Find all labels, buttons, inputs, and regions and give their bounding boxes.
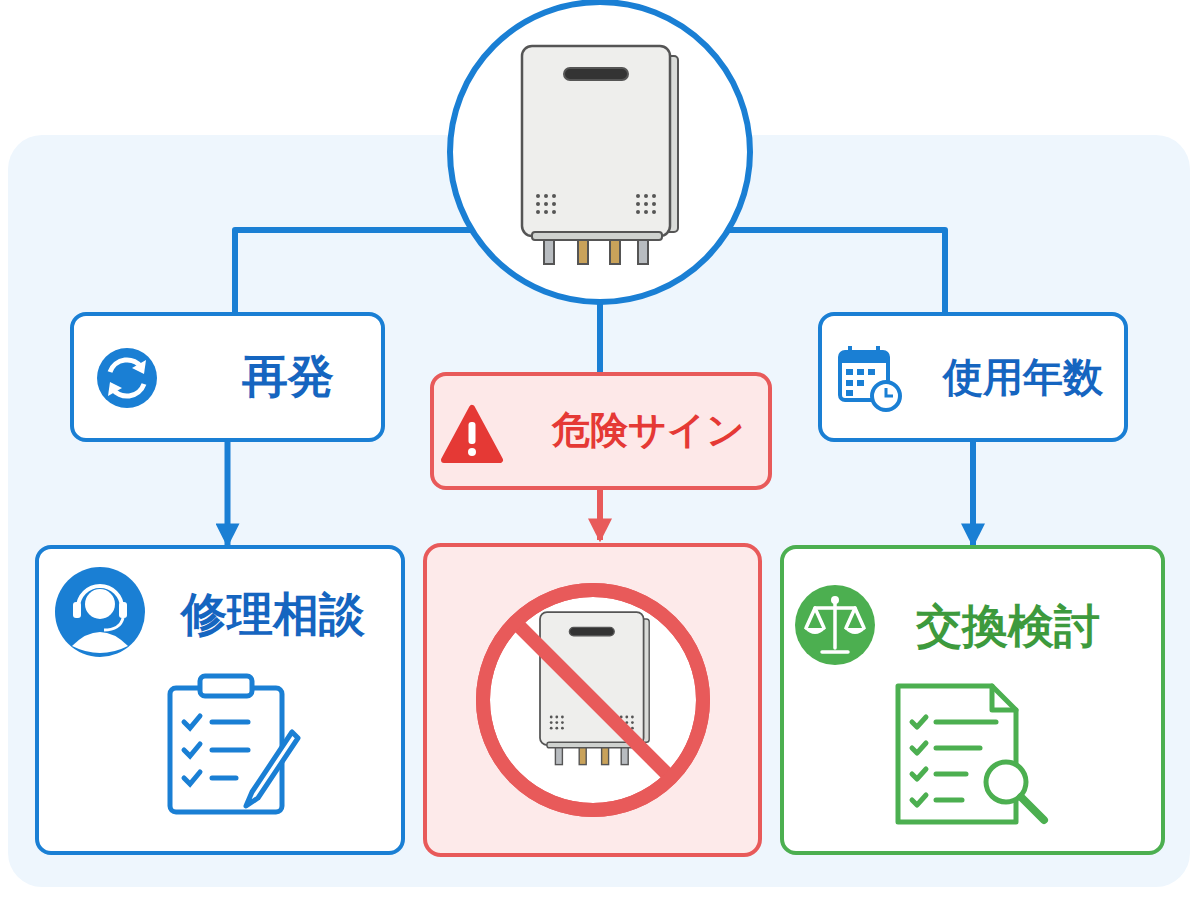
prohibition-circle (483, 590, 703, 810)
danger-panel (425, 545, 760, 855)
heater-circle (450, 2, 750, 302)
water-heater (522, 46, 678, 264)
calendar-icon (840, 346, 900, 410)
node-label: 危険サイン (552, 408, 745, 454)
node-label: 交換検討 (916, 599, 1100, 654)
refresh-icon (97, 348, 157, 408)
trigger-box: 使用年数 (818, 312, 1128, 442)
action-box: 修理相談 (35, 545, 405, 855)
action-box: 交換検討 (780, 545, 1165, 855)
node-label: 修理相談 (181, 587, 365, 642)
scales-icon (795, 585, 875, 665)
clipboard-icon (170, 676, 298, 812)
danger-arrow (597, 490, 603, 540)
warning-icon (444, 408, 500, 460)
node-label: 使用年数 (943, 353, 1103, 401)
flow-arrow (970, 442, 976, 545)
trigger-box: 再発 (70, 312, 385, 442)
danger-sign-box: 危険サイン (430, 372, 772, 490)
branch-line (597, 300, 603, 372)
headset-icon (55, 567, 145, 657)
prohibition-slash (515, 622, 671, 778)
flow-arrow (225, 442, 231, 545)
node-label: 再発 (242, 349, 334, 404)
document-search-icon (898, 686, 1044, 822)
